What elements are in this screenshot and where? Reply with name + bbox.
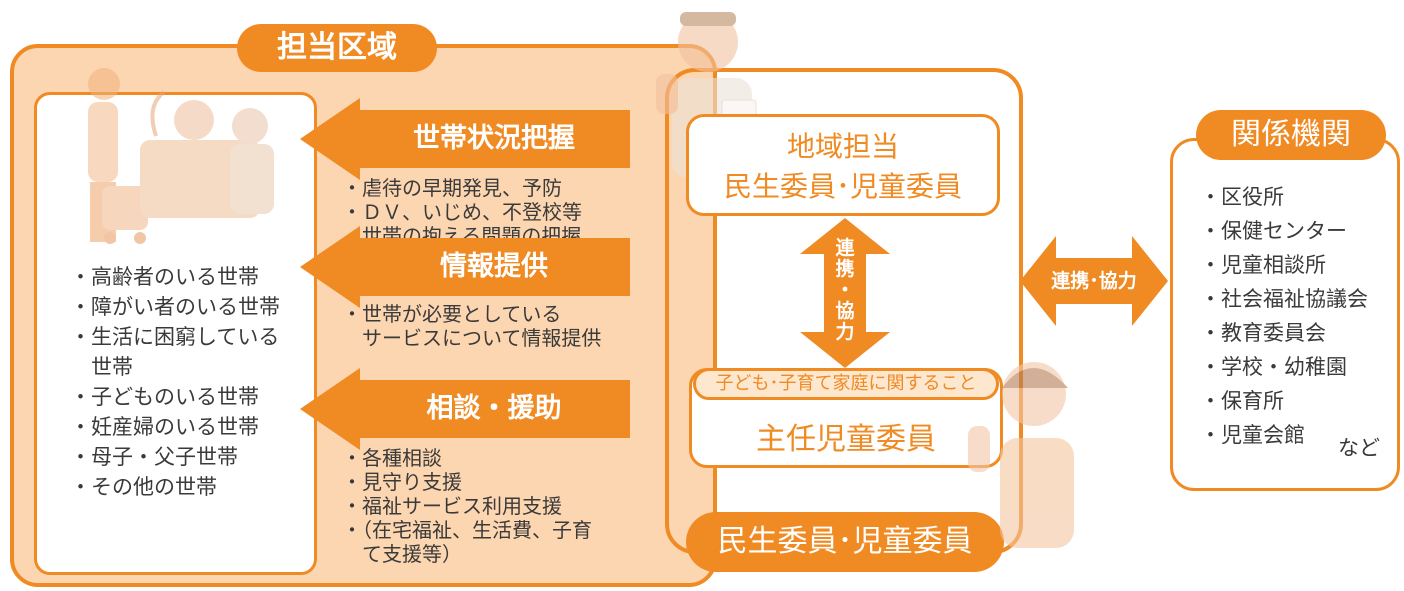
man-head-icon	[678, 12, 738, 72]
arrow-description: ・各種相談 ・見守り支援 ・福祉サービス利用支援 ・（在宅福祉、生活費、子育 て…	[342, 446, 662, 566]
double-arrow-icon	[800, 218, 890, 368]
chief-woman-illustration	[968, 362, 1074, 548]
vlabel-char: 連	[835, 237, 855, 259]
arrow-consultation: 相談・援助	[300, 368, 630, 450]
arrow-description: ・世帯が必要としている サービスについて情報提供	[342, 302, 662, 350]
arrow-information: 情報提供	[300, 226, 630, 308]
vertical-cooperation-arrow	[800, 218, 890, 368]
regional-line2: 民生委員･児童委員	[723, 170, 962, 203]
elderly-head-icon-2	[232, 108, 268, 144]
raised-hand-icon	[656, 74, 678, 114]
arrow-left-icon	[300, 368, 360, 450]
vlabel-char: 力	[835, 321, 855, 343]
desc-line: ・世帯が必要としている	[342, 302, 562, 326]
agency-item: ・区役所	[1200, 185, 1284, 209]
desc-line: ・各種相談	[342, 446, 442, 470]
desc-line: ・ＤＶ、いじめ、不登校等	[342, 200, 582, 224]
agency-item: ・教育委員会	[1200, 321, 1326, 345]
regional-commissioner-box: 地域担当 民生委員･児童委員	[686, 114, 1000, 216]
double-arrow-icon	[1020, 236, 1168, 326]
household-item: ・子どものいる世帯	[70, 385, 259, 409]
arrow-left-icon	[300, 226, 360, 308]
agency-item: ・児童会館	[1200, 423, 1305, 447]
agency-item: ・保健センター	[1200, 219, 1347, 243]
horizontal-cooperation-arrow	[1020, 236, 1168, 326]
mother-body-icon	[88, 102, 118, 182]
agency-item: ・保育所	[1200, 389, 1284, 413]
horizontal-cooperation-label: 連携･協力	[1051, 270, 1137, 292]
stroller-icon	[102, 186, 148, 230]
family-illustration	[88, 68, 274, 244]
agency-item: ・社会福祉協議会	[1200, 287, 1368, 311]
arrow-label: 情報提供	[358, 238, 630, 296]
elderly-head-icon	[174, 100, 214, 140]
desc-line: て支援等）	[342, 542, 462, 566]
vlabel-char: ・	[835, 279, 855, 301]
desc-line: ・虐待の早期発見、予防	[342, 176, 562, 200]
agencies-box	[1170, 138, 1400, 491]
agency-item: ・児童相談所	[1200, 253, 1326, 277]
desc-line: ・見守り支援	[342, 470, 462, 494]
household-item: ・生活に困窮している	[70, 325, 280, 349]
household-item: ・妊産婦のいる世帯	[70, 415, 259, 439]
chief-scope-tag: 子ども･子育て家庭に関すること	[693, 368, 999, 400]
household-item: ・その他の世帯	[70, 475, 217, 499]
regional-line1: 地域担当	[786, 130, 899, 163]
vertical-cooperation-label: 連 携 ・ 協 力	[830, 238, 860, 343]
household-item: ・高齢者のいる世帯	[70, 265, 259, 289]
chief-child-commissioner-label: 主任児童委員	[756, 422, 936, 457]
waving-hand-icon	[968, 426, 990, 472]
agencies-list: ・区役所 ・保健センター ・児童相談所 ・社会福祉協議会 ・教育委員会 ・学校・…	[1200, 180, 1368, 452]
mother-head-icon	[88, 68, 120, 100]
vlabel-char: 携	[835, 258, 855, 280]
assigned-area-title: 担当区域	[237, 24, 437, 72]
agencies-etc: など	[1338, 436, 1380, 460]
households-list: ・高齢者のいる世帯 ・障がい者のいる世帯 ・生活に困窮している 世帯 ・子どもの…	[70, 262, 320, 502]
household-item: 世帯	[70, 355, 133, 379]
household-item: ・障がい者のいる世帯	[70, 295, 280, 319]
arrow-label: 相談・援助	[358, 380, 630, 438]
desc-line: サービスについて情報提供	[342, 326, 602, 350]
desc-line: ・福祉サービス利用支援	[342, 494, 562, 518]
welfare-commissioner-pill: 民生委員･児童委員	[686, 512, 1004, 572]
agencies-title: 関係機関	[1196, 110, 1386, 160]
household-item: ・母子・父子世帯	[70, 445, 238, 469]
arrow-household-status: 世帯状況把握	[300, 98, 630, 180]
agency-item: ・学校・幼稚園	[1200, 355, 1347, 379]
vlabel-char: 協	[835, 300, 855, 322]
desc-line: ・（在宅福祉、生活費、子育	[342, 518, 592, 542]
arrow-label: 世帯状況把握	[358, 110, 630, 168]
arrow-left-icon	[300, 98, 360, 180]
plant-icon	[150, 90, 166, 137]
